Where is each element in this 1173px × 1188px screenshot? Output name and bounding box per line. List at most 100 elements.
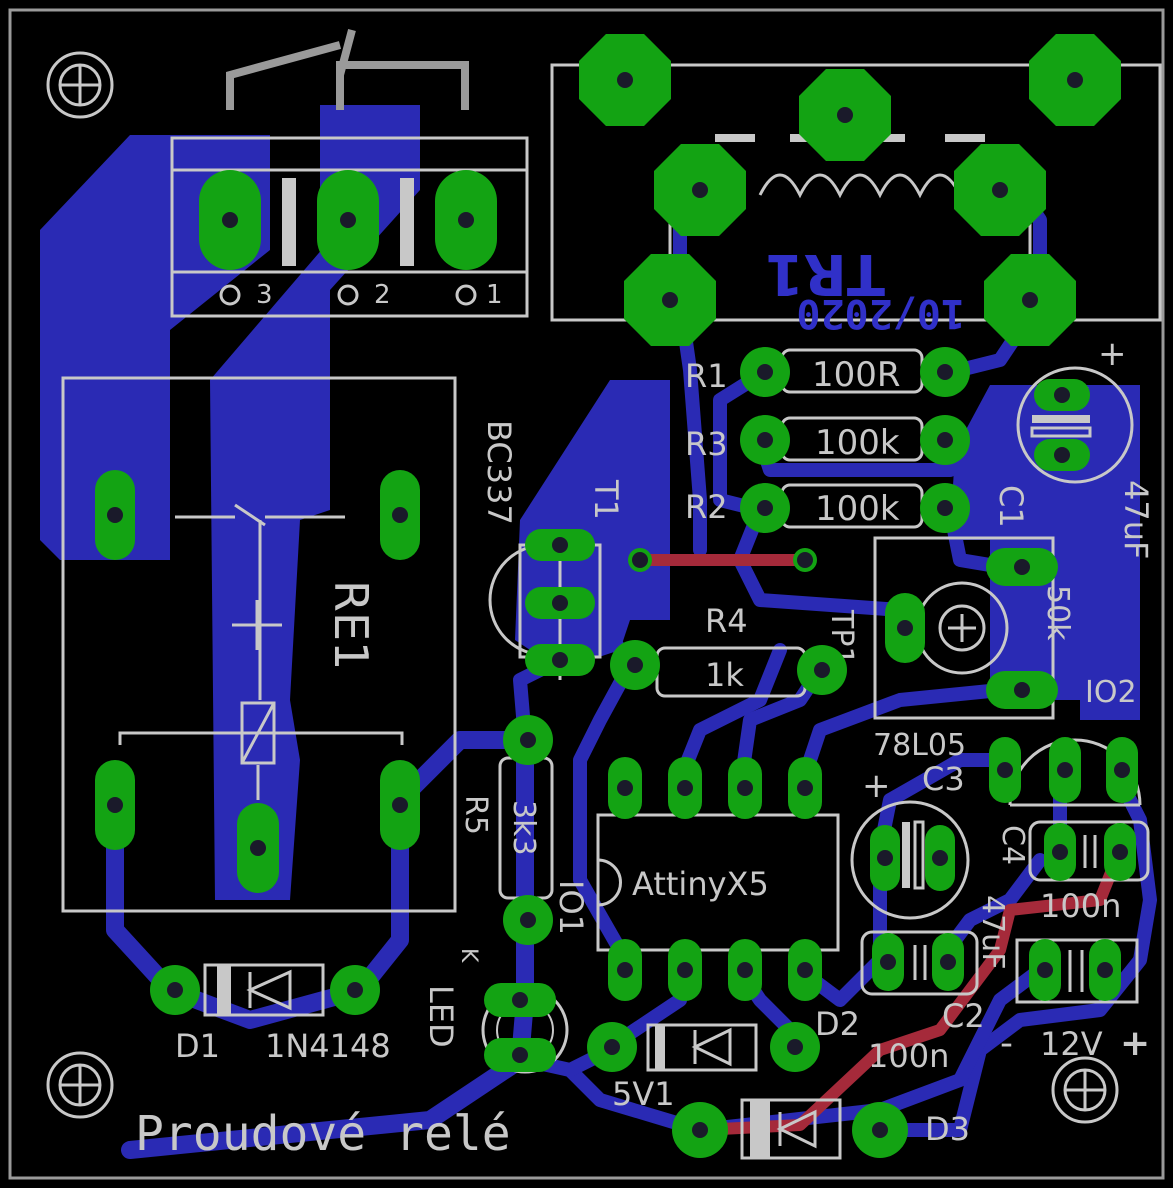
transformer-pad-drill (1022, 292, 1038, 308)
svg-text:100n: 100n (868, 1037, 949, 1075)
svg-text:R2: R2 (685, 488, 728, 526)
svg-text:C3: C3 (922, 760, 965, 798)
transistor-pad-drill (552, 537, 568, 553)
mcu-pad-drill (737, 962, 753, 978)
transformer-pad-drill (692, 182, 708, 198)
cap-pad-drill (940, 954, 956, 970)
svg-text:T1: T1 (587, 479, 625, 520)
svg-text:LED: LED (422, 985, 460, 1048)
diode-D3: D3 (740, 1098, 970, 1160)
transformer-pad-drill (1067, 72, 1083, 88)
capacitor-C4: + C3 C4 47uF (850, 760, 1030, 969)
resistor-pad-drill (937, 500, 953, 516)
power-pad-drill (1037, 962, 1053, 978)
svg-text:1k: 1k (705, 656, 744, 694)
relay-pad-drill (392, 797, 408, 813)
diode-pad-drill (347, 982, 363, 998)
relay-outline: RE1 (61, 376, 457, 913)
relay-pad-drill (107, 507, 123, 523)
screw-terminal: 3 2 1 (170, 28, 529, 318)
mcu-pad-drill (617, 780, 633, 796)
board-title: Proudové relé (135, 1106, 511, 1162)
mounting-hole-top-left (46, 51, 114, 119)
svg-text:+: + (862, 766, 891, 806)
cap-pad-drill (1052, 844, 1068, 860)
cap-pad-drill (1112, 844, 1128, 860)
resistor-pad-drill (937, 364, 953, 380)
terminal-pad-drill (222, 212, 238, 228)
transformer-pad-drill (837, 107, 853, 123)
svg-text:R5: R5 (458, 795, 493, 835)
pads (95, 34, 1138, 1158)
mcu-pad-drill (737, 780, 753, 796)
svg-text:100k: 100k (815, 489, 900, 529)
regulator-pad-drill (1114, 762, 1130, 778)
diode-pad-drill (604, 1039, 620, 1055)
svg-text:R3: R3 (685, 425, 728, 463)
resistor-pad-drill (757, 432, 773, 448)
svg-text:100R: 100R (812, 355, 901, 395)
svg-text:K: K (456, 948, 481, 963)
svg-text:47uF: 47uF (1117, 480, 1155, 559)
transformer-label: TR1 (765, 241, 885, 306)
svg-text:100k: 100k (815, 423, 900, 463)
diode-pad-drill (692, 1122, 708, 1138)
resistor-pad-drill (814, 662, 830, 678)
cap-pad-drill (880, 954, 896, 970)
transistor-pad-drill (552, 652, 568, 668)
svg-text:D2: D2 (815, 1005, 860, 1043)
svg-text:C1: C1 (992, 485, 1030, 528)
svg-text:BC337: BC337 (480, 420, 518, 525)
resistor-pad-drill (937, 432, 953, 448)
svg-text:50k: 50k (1040, 585, 1075, 641)
resistor-pad-drill (627, 657, 643, 673)
mounting-hole-bottom-right (1051, 1056, 1119, 1124)
svg-text:5V1: 5V1 (612, 1075, 675, 1113)
resistor-pad-drill (757, 500, 773, 516)
relay-pad-drill (392, 507, 408, 523)
svg-text:AttinyX5: AttinyX5 (632, 865, 769, 903)
svg-text:IO1: IO1 (552, 880, 590, 935)
svg-text:D3: D3 (925, 1110, 970, 1148)
terminal-pin-2: 2 (374, 280, 391, 310)
mcu-IO1: AttinyX5 IO1 (552, 813, 840, 952)
capacitor-C2: C2 100n (860, 930, 985, 1075)
svg-text:3k3: 3k3 (506, 800, 541, 856)
svg-text:D1: D1 (175, 1027, 220, 1065)
terminal-pin-1: 1 (486, 280, 503, 310)
mcu-pad-drill (677, 962, 693, 978)
mcu-pad-drill (797, 780, 813, 796)
svg-text:R4: R4 (705, 602, 748, 640)
resistor-pad-drill (520, 732, 536, 748)
led-pad-drill (512, 992, 528, 1008)
resistor-pad-drill (520, 912, 536, 928)
svg-text:100n: 100n (1040, 887, 1121, 925)
terminal-pin-3: 3 (256, 280, 273, 310)
diode-pad-drill (787, 1039, 803, 1055)
mcu-pad-drill (617, 962, 633, 978)
svg-text:R1: R1 (685, 357, 728, 395)
transformer-pad-drill (617, 72, 633, 88)
trimmer-pad-drill (1014, 682, 1030, 698)
relay-pad-drill (107, 797, 123, 813)
svg-text:IO2: IO2 (1085, 675, 1137, 710)
via-drill (632, 552, 648, 568)
led-pad-drill (512, 1047, 528, 1063)
diode-pad-drill (872, 1122, 888, 1138)
terminal-pad-drill (340, 212, 356, 228)
capacitor-C4-100n: 100n (1028, 820, 1150, 925)
via-drill (797, 552, 813, 568)
regulator-pad-drill (1057, 762, 1073, 778)
svg-text:12V: 12V (1040, 1025, 1103, 1063)
transformer-pad-drill (992, 182, 1008, 198)
svg-text:47uF: 47uF (975, 895, 1010, 969)
trimmer-pad-drill (1014, 559, 1030, 575)
svg-text:-: - (1000, 1023, 1013, 1064)
regulator-pad-drill (997, 762, 1013, 778)
trimmer-pad-drill (897, 620, 913, 636)
mounting-hole-bottom-left (46, 1051, 114, 1119)
cap-pad-drill (877, 850, 893, 866)
relay-pad-drill (250, 840, 266, 856)
resistor-R1: R1 100R (685, 348, 924, 395)
